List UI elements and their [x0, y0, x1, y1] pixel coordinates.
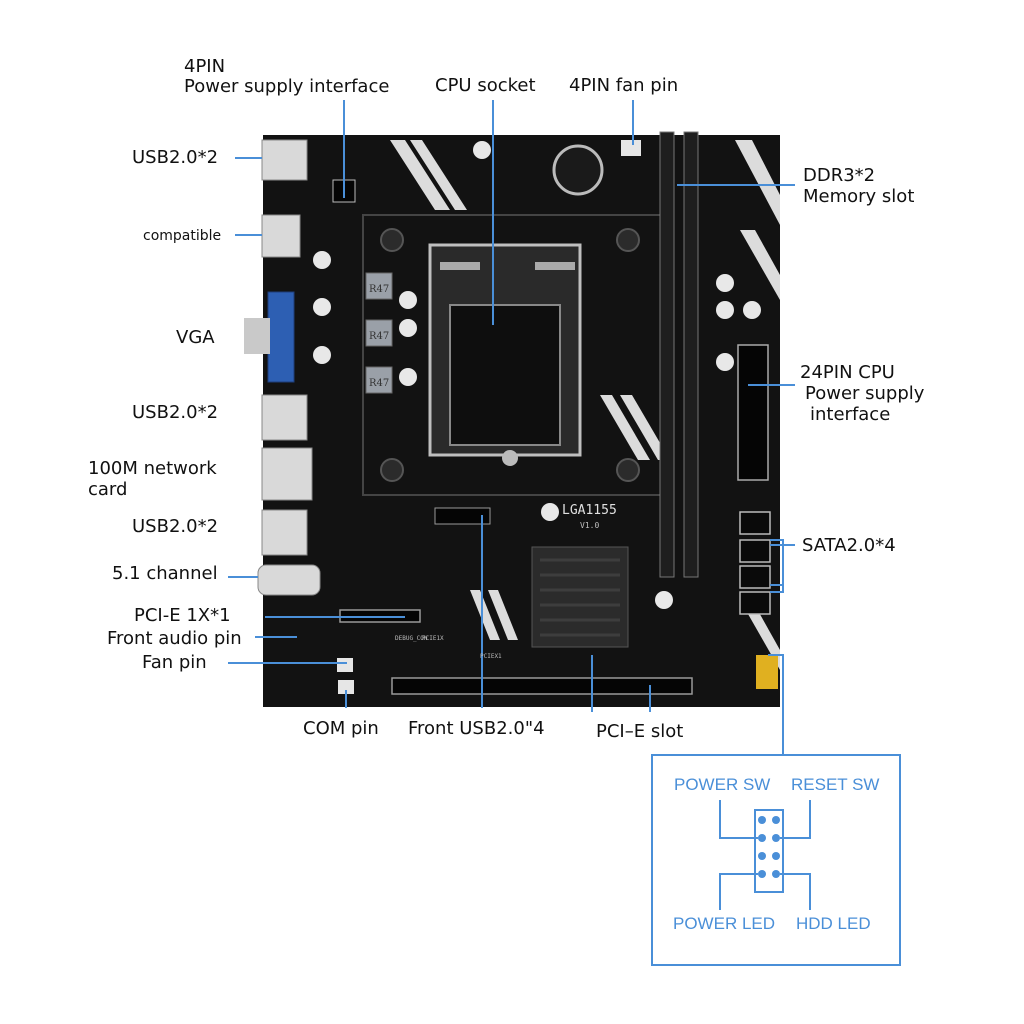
pcie-silk-2: PCIEX1: [480, 653, 502, 660]
label-atx-line1: 24PIN CPU: [800, 362, 895, 383]
leader-lines: [228, 100, 795, 755]
detail-pin-block: [754, 809, 784, 893]
label-5-1-channel: 5.1 channel: [112, 563, 218, 584]
panel-hdd-led: HDD LED: [796, 914, 871, 933]
label-compatible: compatible: [143, 228, 222, 244]
chassis-fan-header: [337, 658, 353, 672]
io-lan: [261, 447, 313, 501]
label-4pin-line1: 4PIN: [184, 56, 226, 77]
cpu-socket-cover: [449, 304, 561, 446]
label-usb-top: USB2.0*2: [132, 147, 219, 168]
choke-label-2: R47: [369, 331, 389, 342]
socket-version-silk: V1.0: [580, 521, 599, 530]
label-pcie-slot: PCI–E slot: [596, 721, 684, 742]
label-pcie-1x: PCI-E 1X*1: [134, 605, 231, 626]
io-vga: [267, 291, 295, 383]
io-usb-mid: [261, 394, 308, 441]
label-front-audio: Front audio pin: [107, 628, 242, 649]
panel-power-sw: POWER SW: [674, 775, 771, 794]
io-usb-low: [261, 509, 308, 556]
label-ddr3-line2: Memory slot: [803, 186, 915, 207]
panel-reset-sw: RESET SW: [791, 775, 880, 794]
sata-port-2: [739, 539, 771, 563]
front-usb-header: [434, 507, 491, 525]
choke-label-1: R47: [369, 284, 389, 295]
board-stripes: [390, 140, 780, 670]
ram-slot-2: [683, 131, 699, 578]
detail-leader-lines: [719, 800, 811, 910]
label-com-pin: COM pin: [303, 718, 379, 739]
label-4pin-line2: Power supply interface: [184, 76, 390, 97]
io-audio: [257, 564, 321, 596]
label-network-line2: card: [88, 479, 128, 500]
sata-port-3: [739, 565, 771, 589]
sata-port-1: [739, 511, 771, 535]
label-cpu-socket: CPU socket: [435, 75, 536, 96]
label-ddr3-line1: DDR3*2: [803, 165, 876, 186]
chipset-heatsink: [531, 546, 629, 648]
label-network-line1: 100M network: [88, 458, 217, 479]
label-sata: SATA2.0*4: [802, 535, 896, 556]
cpu-fan-header: [621, 140, 641, 156]
label-usb-low: USB2.0*2: [132, 516, 219, 537]
debug-silk: DEBUG_CON: [395, 635, 428, 642]
io-usb-top: [261, 139, 308, 181]
panel-power-led: POWER LED: [673, 914, 776, 933]
io-hdmi: [261, 214, 301, 258]
atx-24pin: [737, 344, 769, 481]
ram-slot-1: [659, 131, 675, 578]
pcie-x16-slot: [391, 677, 693, 695]
label-usb-mid: USB2.0*2: [132, 402, 219, 423]
label-front-usb: Front USB2.0"4: [408, 718, 545, 739]
socket-name-silk: LGA1155: [562, 503, 617, 518]
com-header: [338, 680, 354, 694]
cmos-battery: [552, 144, 604, 196]
front-panel-header: [756, 655, 778, 689]
label-4pin-fan: 4PIN fan pin: [569, 75, 679, 96]
label-atx-line3: interface: [810, 404, 891, 425]
label-atx-line2: Power supply: [805, 383, 925, 404]
sata-port-4: [739, 591, 771, 615]
label-vga: VGA: [176, 327, 215, 348]
label-fan-pin: Fan pin: [142, 652, 207, 673]
choke-label-3: R47: [369, 378, 389, 389]
pcie-silk: PCIE1X: [422, 635, 444, 642]
